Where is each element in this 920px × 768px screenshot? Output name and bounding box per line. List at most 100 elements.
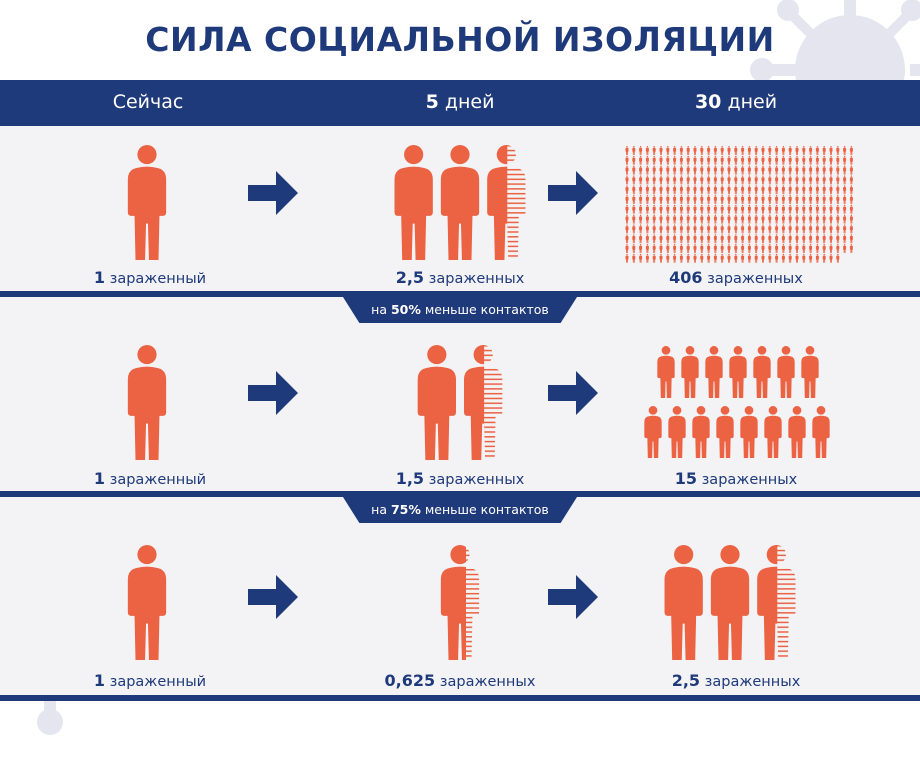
person-icon <box>802 165 806 175</box>
person-icon <box>768 253 772 263</box>
person-icon <box>809 204 813 214</box>
person-icon <box>700 165 704 175</box>
person-icon <box>693 214 697 224</box>
person-icon <box>707 185 711 195</box>
person-icon <box>809 185 813 195</box>
person-icon <box>713 175 717 185</box>
person-icon <box>673 244 677 253</box>
person-icon <box>632 244 636 253</box>
page-title: СИЛА СОЦИАЛЬНОЙ ИЗОЛЯЦИИ <box>145 20 775 59</box>
person-icon <box>716 406 734 458</box>
person-icon <box>815 253 819 263</box>
person-icon <box>686 185 690 195</box>
person-icon <box>713 165 717 175</box>
person-icon <box>754 253 758 263</box>
person-icon <box>727 195 731 204</box>
person-icon <box>781 165 785 175</box>
person-icon <box>673 224 677 234</box>
person-icon <box>741 155 745 165</box>
person-icon <box>812 406 830 458</box>
person-icon <box>809 214 813 224</box>
person-icon <box>747 214 751 224</box>
person-icon <box>645 155 649 165</box>
person-icon <box>720 224 724 234</box>
person-icon <box>757 545 796 661</box>
person-icon <box>815 185 819 195</box>
person-icon <box>659 214 663 224</box>
person-icon <box>741 253 745 263</box>
person-icon <box>707 224 711 234</box>
person-icon <box>707 155 711 165</box>
person-icon <box>747 204 751 214</box>
person-icon <box>666 146 670 155</box>
person-icon <box>700 204 704 214</box>
person-icon <box>673 214 677 224</box>
person-icon <box>741 185 745 195</box>
person-icon <box>659 234 663 244</box>
row3-5days-label: 0,625 зараженных <box>384 671 536 690</box>
person-icon <box>815 244 819 253</box>
person-icon <box>734 214 738 224</box>
person-icon <box>795 214 799 224</box>
person-icon <box>713 244 717 253</box>
person-icon <box>761 224 765 234</box>
arrow-right-icon <box>248 371 298 415</box>
arrow-right-icon <box>548 171 598 215</box>
person-icon <box>754 175 758 185</box>
person-icon <box>768 175 772 185</box>
person-icon <box>727 185 731 195</box>
person-icon <box>753 346 771 398</box>
person-icon <box>747 165 751 175</box>
person-icon <box>666 185 670 195</box>
person-icon <box>700 175 704 185</box>
person-icon <box>639 204 643 214</box>
person-icon <box>829 146 833 155</box>
person-icon <box>639 195 643 204</box>
person-icon <box>707 204 711 214</box>
person-icon <box>679 214 683 224</box>
person-icon <box>741 146 745 155</box>
person-icon <box>795 155 799 165</box>
person-icon <box>761 214 765 224</box>
person-icon <box>802 244 806 253</box>
person-icon <box>720 204 724 214</box>
person-icon <box>777 346 795 398</box>
person-icon <box>822 204 826 214</box>
person-icon <box>768 204 772 214</box>
person-icon <box>754 204 758 214</box>
person-icon <box>727 234 731 244</box>
person-icon <box>754 234 758 244</box>
person-icon <box>734 234 738 244</box>
person-icon <box>829 204 833 214</box>
person-icon <box>645 146 649 155</box>
person-icon <box>639 185 643 195</box>
person-icon <box>673 165 677 175</box>
person-icon <box>768 195 772 204</box>
person-icon <box>761 155 765 165</box>
person-icon <box>710 545 750 660</box>
person-icon <box>625 253 629 263</box>
person-icon <box>707 234 711 244</box>
person-icon <box>809 224 813 234</box>
person-icon <box>639 214 643 224</box>
person-icon <box>747 195 751 204</box>
person-icon <box>625 146 629 155</box>
person-icon <box>679 175 683 185</box>
person-icon <box>679 165 683 175</box>
person-icon <box>645 165 649 175</box>
person-icon <box>693 244 697 253</box>
person-icon <box>664 545 703 660</box>
person-icon <box>781 146 785 155</box>
person-icon <box>849 224 853 234</box>
person-icon <box>693 185 697 195</box>
person-icon <box>788 175 792 185</box>
person-icon <box>822 165 826 175</box>
person-icon <box>720 244 724 253</box>
person-icon <box>727 146 731 155</box>
person-icon <box>673 146 677 155</box>
divider-rule <box>0 491 920 497</box>
person-icon <box>836 185 840 195</box>
person-icon <box>727 253 731 263</box>
person-icon <box>652 175 656 185</box>
